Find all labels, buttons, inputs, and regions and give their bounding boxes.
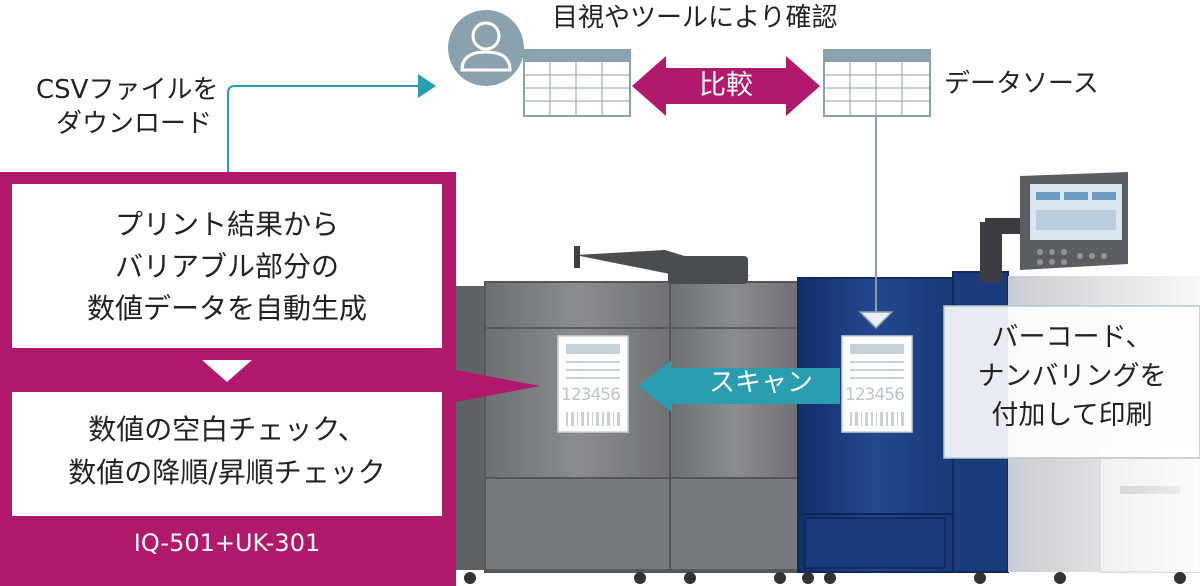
csv-connector-line	[227, 85, 418, 182]
csv-label: CSVファイルを ダウンロード	[36, 74, 218, 142]
print-label-line-2: ナンバリングを	[977, 361, 1167, 393]
down-arrow-icon	[202, 360, 252, 382]
panel-box-1-line-3: 数値データを自動生成	[86, 292, 367, 325]
data-source-label: データソース	[944, 69, 1099, 99]
panel-box-2-line-2: 数値の降順/昇順チェック	[68, 456, 386, 490]
csv-label-line-2: ダウンロード	[56, 108, 213, 139]
scan-label: スキャン	[708, 368, 813, 398]
top-caption: 目視やツールにより確認	[552, 3, 838, 33]
scan-arrow	[638, 360, 840, 412]
panel-box-2: 数値の空白チェック、 数値の降順/昇順チェック	[12, 408, 442, 495]
csv-arrow-head	[418, 74, 436, 98]
printed-sheet-right	[841, 335, 913, 433]
process-panel-frame	[0, 172, 540, 586]
compare-arrow	[632, 56, 820, 116]
datasource-arrow-head	[858, 311, 894, 330]
compare-label: 比較	[699, 70, 753, 101]
print-label-box	[943, 305, 1200, 459]
sheet-number-right: 123456	[845, 385, 905, 405]
panel-box-1-line-1: プリント結果から	[114, 208, 339, 241]
print-label-line-1: バーコード、	[991, 322, 1153, 353]
model-label: IQ-501+UK-301	[133, 529, 321, 557]
print-label: バーコード、 ナンバリングを 付加して印刷	[944, 318, 1200, 435]
print-label-line-3: 付加して印刷	[991, 400, 1153, 432]
panel-box-1: プリント結果から バリアブル部分の 数値データを自動生成	[12, 204, 442, 330]
panel-box-2-line-1: 数値の空白チェック、	[88, 413, 366, 446]
sheet-number-left: 123456	[561, 385, 621, 405]
user-icon	[448, 10, 524, 86]
spreadsheet-icon-left	[523, 49, 631, 117]
panel-box-1-line-2: バリアブル部分の	[114, 250, 339, 283]
printed-sheet-left	[557, 335, 629, 433]
spreadsheet-icon-right	[823, 49, 931, 117]
csv-label-line-1: CSVファイルを	[36, 75, 219, 105]
